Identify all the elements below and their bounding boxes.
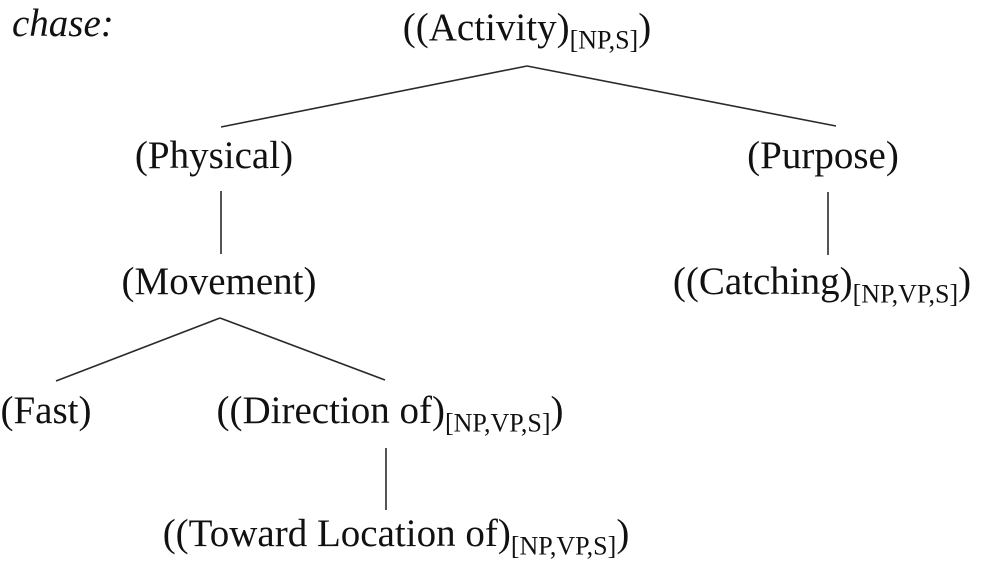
- node-close-paren: ): [638, 6, 652, 49]
- node-close-paren: ): [616, 512, 630, 555]
- edge-activity-purpose: [526, 65, 837, 127]
- edge-movement-fast: [55, 317, 221, 382]
- node-label: (Movement): [121, 260, 317, 303]
- node-label: ((Activity): [402, 6, 570, 49]
- node-label: (Physical): [134, 134, 294, 177]
- tree-node-fast: (Fast): [1, 389, 92, 438]
- edge-activity-physical: [220, 65, 528, 128]
- tree-node-movement: (Movement): [122, 260, 317, 309]
- node-label: ((Catching): [672, 260, 853, 303]
- tree-node-physical: (Physical): [135, 134, 293, 183]
- node-close-paren: ): [550, 389, 564, 432]
- node-label: (Fast): [0, 389, 92, 432]
- node-subscript: [NP,VP,S]: [444, 408, 551, 438]
- node-subscript: [NP,VP,S]: [510, 531, 617, 561]
- tree-node-catching: ((Catching)[NP,VP,S]): [673, 260, 971, 309]
- node-close-paren: ): [958, 260, 972, 303]
- tree-node-toward-location-of: ((Toward Location of)[NP,VP,S]): [163, 512, 630, 561]
- node-label: (Purpose): [747, 134, 899, 177]
- node-subscript: [NP,S]: [569, 25, 639, 55]
- edge-movement-direction: [219, 317, 386, 381]
- node-label: ((Direction of): [216, 389, 445, 432]
- tree-node-activity: ((Activity)[NP,S]): [403, 6, 651, 55]
- lemma-label: chase:: [12, 2, 114, 45]
- node-subscript: [NP,VP,S]: [852, 279, 959, 309]
- tree-node-direction-of: ((Direction of)[NP,VP,S]): [217, 389, 564, 438]
- tree-node-purpose: (Purpose): [747, 134, 899, 183]
- node-label: ((Toward Location of): [162, 512, 511, 555]
